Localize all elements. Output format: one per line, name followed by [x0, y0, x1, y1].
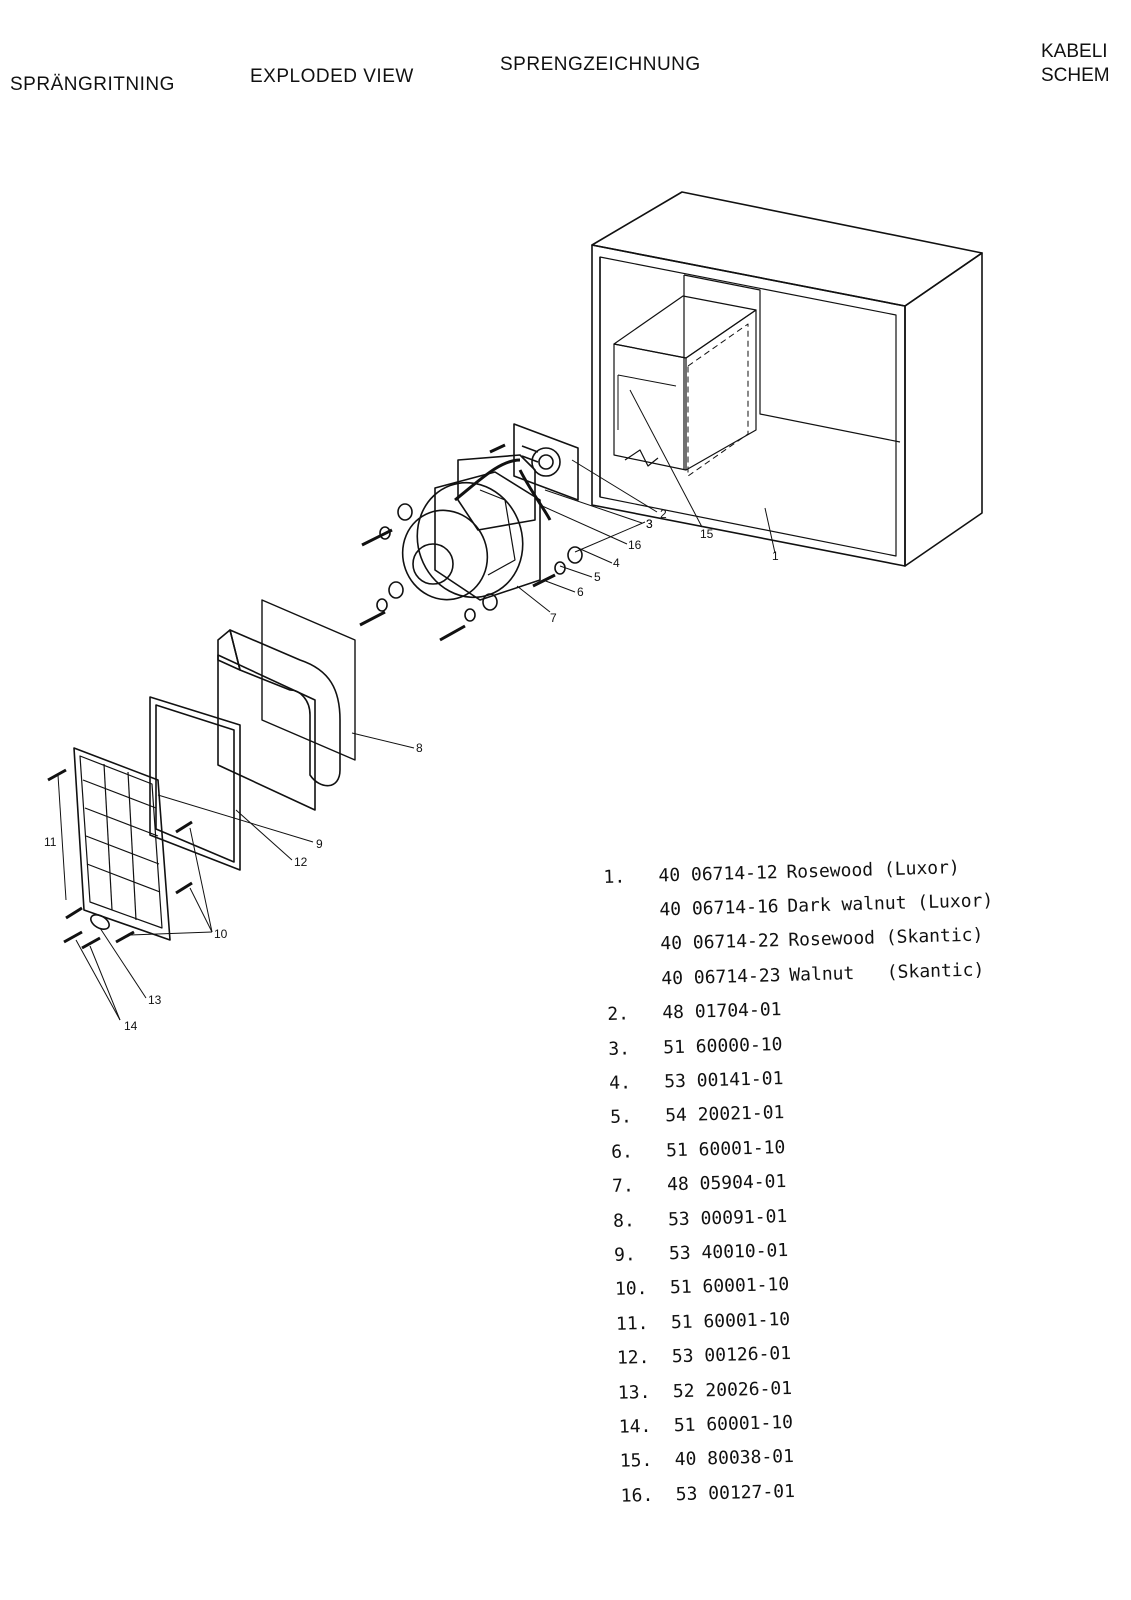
- part-number: 8.: [612, 1209, 636, 1232]
- callout-label: 16: [628, 538, 642, 552]
- part-description: Dark walnut (Luxor): [787, 890, 994, 917]
- callout-label: 4: [613, 556, 620, 570]
- callout-label: 6: [577, 585, 584, 599]
- part-code: 53 40010-01: [668, 1239, 789, 1265]
- part-number: 14.: [618, 1415, 652, 1438]
- callout-label: 3: [646, 517, 653, 531]
- part-code: 53 00126-01: [671, 1343, 792, 1368]
- header-right-bottom: SCHEM: [1041, 65, 1110, 86]
- callout-label: 13: [148, 993, 162, 1007]
- part-code: 52 20026-01: [672, 1377, 793, 1402]
- header-right-top: KABELI: [1041, 41, 1108, 62]
- part-number: [604, 910, 659, 912]
- screws-upper-left: [359, 443, 583, 642]
- part-number: 3.: [607, 1037, 631, 1060]
- callout-label: 3: [646, 517, 653, 531]
- part-number: 4.: [608, 1072, 632, 1094]
- callout-label: 1: [772, 549, 779, 563]
- part-description: Walnut (Skantic): [788, 959, 985, 986]
- header-right-cut: KABELI SCHEM: [1041, 40, 1131, 88]
- header-english: EXPLODED VIEW: [250, 66, 414, 87]
- damping-pad: [217, 599, 356, 811]
- part-number: 9.: [613, 1244, 637, 1266]
- grille-cloth-frame: [149, 696, 241, 871]
- part-code: 48 05904-01: [666, 1171, 787, 1196]
- part-code: 51 60000-10: [662, 1033, 783, 1059]
- part-number: 16.: [620, 1484, 654, 1507]
- callout-labels: 1 2 3 3 16 4 5 6 7 15 8 9 12 10 11 13 14: [44, 507, 779, 1033]
- callout-label: 11: [44, 835, 57, 849]
- part-code: 53 00141-01: [663, 1068, 784, 1093]
- part-code: 51 60001-10: [673, 1411, 794, 1437]
- header-german: SPRENGZEICHNUNG: [500, 54, 701, 75]
- callout-label: 14: [124, 1019, 138, 1033]
- part-code: 40 06714-22: [660, 930, 780, 955]
- part-code: 48 01704-01: [662, 999, 782, 1024]
- part-code: 53 00091-01: [667, 1205, 788, 1230]
- part-code: 40 06714-23: [661, 964, 781, 990]
- part-number: 1.: [603, 866, 626, 888]
- part-description: Rosewood (Luxor): [786, 856, 961, 883]
- callout-label: 9: [316, 837, 323, 851]
- callout-label: 12: [294, 855, 308, 869]
- part-number: 13.: [617, 1381, 651, 1404]
- woofer: [401, 454, 541, 601]
- part-number: 10.: [614, 1278, 648, 1301]
- callout-label: 8: [416, 741, 423, 755]
- part-number: [606, 979, 661, 981]
- exploded-view-diagram: 1 2 3 3 16 4 5 6 7 15 8 9 12 10 11 13 14: [44, 191, 983, 1033]
- part-code: 40 06714-16: [659, 896, 779, 921]
- part-code: 40 80038-01: [674, 1446, 795, 1471]
- part-code: 53 00127-01: [675, 1480, 796, 1505]
- part-description: Rosewood (Skantic): [788, 924, 984, 952]
- crossover-board: [513, 423, 579, 501]
- callout-label: 15: [700, 527, 714, 541]
- part-code: 51 60001-10: [669, 1274, 790, 1299]
- callout-label: 7: [550, 611, 557, 625]
- callout-label: 10: [214, 927, 228, 941]
- part-number: 2.: [607, 1003, 630, 1026]
- header-swedish: SPRÄNGRITNING: [10, 74, 175, 95]
- part-number: 6.: [610, 1141, 634, 1163]
- part-number: 5.: [609, 1106, 633, 1129]
- part-code: 51 60001-10: [670, 1308, 791, 1334]
- parts-list: 1. 40 06714-12 Rosewood (Luxor) 40 06714-1…: [603, 849, 1010, 1513]
- part-code: 40 06714-12: [658, 861, 778, 887]
- callout-label: 5: [594, 570, 601, 584]
- part-code: 54 20021-01: [664, 1102, 785, 1127]
- part-code: 51 60001-10: [665, 1136, 786, 1162]
- cabinet: [591, 191, 983, 567]
- callout-label: 2: [660, 507, 667, 521]
- part-number: [605, 944, 660, 946]
- part-number: 7.: [611, 1175, 635, 1198]
- part-number: 11.: [615, 1312, 649, 1335]
- part-number: 15.: [619, 1450, 653, 1473]
- part-number: 12.: [616, 1347, 650, 1369]
